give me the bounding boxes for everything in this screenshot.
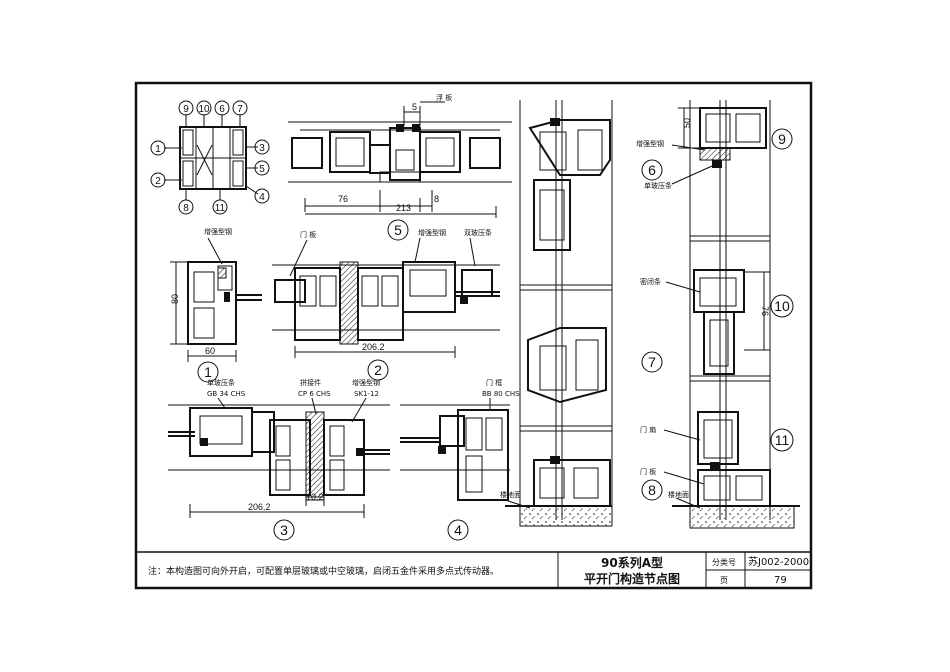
label-float-sash: 浮 板: [436, 93, 452, 102]
callout-section-5: 5: [387, 219, 409, 241]
dim-80: 80: [170, 294, 180, 304]
label-floor-slab-right: 楼地面: [668, 490, 689, 499]
dim-8: 8: [434, 194, 439, 204]
svg-text:6: 6: [219, 104, 225, 115]
callout-3: 3: [254, 139, 270, 155]
callout-4: 4: [254, 188, 270, 204]
section-10-marker: 10: [770, 294, 794, 318]
svg-text:1: 1: [155, 144, 161, 155]
callout-2: 2: [150, 172, 166, 188]
label-door-sash: 门 板: [300, 230, 316, 239]
dim-5: 5: [412, 102, 417, 112]
section-5-detail: [288, 101, 512, 218]
svg-text:6: 6: [648, 162, 656, 178]
label-single-glass-bead: 单玻压条: [207, 378, 235, 387]
svg-text:11: 11: [775, 432, 790, 448]
callout-5: 5: [254, 160, 270, 176]
svg-text:10: 10: [198, 104, 210, 115]
drawing-title-line1: 90系列A型: [601, 555, 663, 570]
dim-76-vertical: 76: [760, 306, 770, 316]
label-floor-slab-middle: 楼地面: [500, 490, 521, 499]
vertical-section-right: [663, 100, 800, 529]
dim-206-2-b: 206.2: [248, 502, 271, 512]
dim-10-2: 10.2: [306, 492, 324, 502]
svg-text:2: 2: [374, 362, 382, 378]
svg-text:10: 10: [774, 298, 790, 314]
section-6-marker: 6: [641, 159, 663, 181]
svg-text:9: 9: [778, 131, 786, 147]
design-note: 注：本构造图可向外开启，可配置单层玻璃或中空玻璃，启闭五金件采用多点式传动器。: [148, 565, 499, 577]
section-3-marker: 3: [273, 519, 295, 541]
section-8-marker: 8: [641, 479, 663, 501]
category-label: 分类号: [712, 557, 736, 567]
svg-text:3: 3: [280, 522, 288, 538]
label-door-leaf: 门 扇: [640, 425, 656, 434]
svg-text:2: 2: [155, 176, 161, 187]
dim-60: 60: [205, 346, 215, 356]
svg-text:8: 8: [183, 203, 189, 214]
section-7-marker: 7: [641, 351, 663, 373]
svg-text:1: 1: [204, 364, 212, 380]
section-4-marker: 4: [447, 519, 469, 541]
label-single-glass-bead-code: GB 34 CHS: [207, 390, 246, 398]
svg-text:11: 11: [215, 203, 226, 214]
label-double-glass-bead: 双玻压条: [464, 228, 492, 237]
page-label: 页: [720, 576, 728, 585]
dim-50: 50: [682, 118, 692, 128]
callout-7: 7: [232, 100, 248, 116]
svg-text:3: 3: [259, 143, 265, 154]
drawing-frame: [134, 81, 813, 590]
callout-1: 1: [150, 140, 166, 156]
label-reinforcing-steel-code: SK1-12: [354, 390, 379, 398]
category-value: 苏J002-2000: [748, 555, 809, 568]
label-connector: 拼接件: [300, 378, 321, 387]
label-connector-code: CP 6 CHS: [298, 390, 331, 398]
section-2-detail: [272, 237, 500, 358]
label-door-sash-right: 门 板: [640, 467, 656, 476]
svg-text:5: 5: [259, 164, 265, 175]
vertical-section-middle: [504, 100, 613, 527]
section-1-marker: 1: [197, 361, 219, 383]
section-2-marker: 2: [367, 359, 389, 381]
svg-text:4: 4: [259, 192, 265, 203]
label-single-glass-bead-right: 单玻压条: [644, 181, 672, 190]
svg-text:4: 4: [454, 522, 462, 538]
title-block: [136, 551, 811, 588]
page-number: 79: [774, 575, 787, 586]
label-door-frame-code: BB 80 CHS: [482, 390, 520, 398]
section-11-marker: 11: [770, 428, 794, 452]
svg-text:8: 8: [648, 482, 656, 498]
label-reinforcing-steel-3: 增强型钢: [352, 378, 380, 387]
callout-9: 9: [178, 100, 194, 116]
section-4-detail: [400, 398, 510, 501]
label-reinforcing-steel-1: 增强型钢: [204, 227, 232, 236]
dim-213: 213: [396, 203, 411, 213]
dim-76: 76: [338, 194, 348, 204]
svg-text:5: 5: [394, 222, 402, 238]
section-1-detail: [170, 237, 262, 362]
svg-text:7: 7: [648, 354, 656, 370]
label-reinforcing-steel-2: 增强型钢: [418, 228, 446, 237]
svg-text:9: 9: [183, 104, 189, 115]
callout-8: 8: [178, 199, 194, 215]
elevation-key: [164, 114, 259, 200]
callout-10: 10: [196, 100, 212, 116]
section-3-detail: [168, 397, 390, 518]
drawing-title-line2: 平开门构造节点图: [584, 571, 680, 586]
label-reinforcing-steel-right: 增强型钢: [636, 139, 664, 148]
dim-206-2-a: 206.2: [362, 342, 385, 352]
svg-text:7: 7: [237, 104, 243, 115]
callout-6: 6: [214, 100, 230, 116]
section-9-marker: 9: [771, 128, 793, 150]
callout-11: 11: [212, 199, 228, 215]
label-seal-strip: 密闭条: [640, 277, 661, 286]
label-door-frame: 门 框: [486, 378, 502, 387]
